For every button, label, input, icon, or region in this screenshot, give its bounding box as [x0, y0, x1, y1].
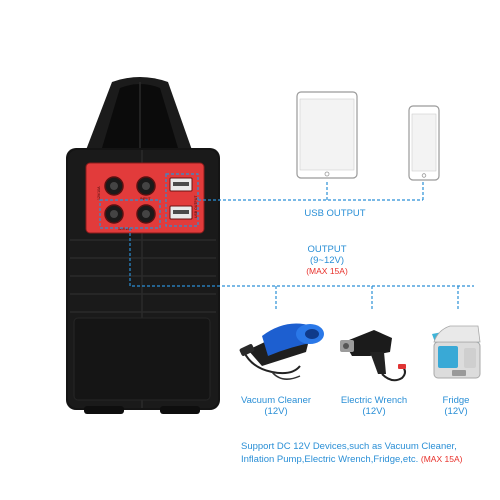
device-voltage: (12V)	[362, 406, 386, 417]
port-label: USB OUTPUT	[194, 195, 198, 218]
car-fridge-icon	[432, 325, 481, 379]
usb-port	[169, 177, 193, 192]
device-name: Electric Wrench	[340, 395, 408, 406]
power-station: 12V/10A INPUT USB OUTPUT 12V/10A	[66, 77, 220, 414]
dc-input-port	[136, 176, 156, 196]
footer-note: Support DC 12V Devices,such as Vacuum Cl…	[241, 440, 496, 466]
device-voltage: (12V)	[264, 406, 288, 417]
footer-max-note: (MAX 15A)	[420, 454, 463, 464]
vacuum-cleaner-icon	[239, 323, 324, 380]
footer-line-2-text: Inflation Pump,Electric Wrench,Fridge,et…	[241, 454, 419, 465]
output-range: (9~12V)	[309, 255, 345, 266]
output-title: OUTPUT	[307, 244, 347, 255]
device-label-fridge: Fridge (12V)	[426, 395, 486, 417]
output-max: (MAX 15A)	[306, 266, 348, 276]
connector-lines	[129, 182, 474, 310]
dc-output-port	[136, 204, 156, 224]
device-label-vacuum: Vacuum Cleaner (12V)	[236, 395, 316, 417]
port-label: INPUT	[140, 197, 151, 201]
device-name: Vacuum Cleaner	[240, 395, 312, 406]
footer-line-2: Inflation Pump,Electric Wrench,Fridge,et…	[241, 453, 496, 466]
footer-line-1: Support DC 12V Devices,such as Vacuum Cl…	[241, 441, 457, 452]
tablet-icon	[296, 91, 358, 179]
port-label: 12V/10A	[118, 227, 132, 231]
electric-wrench-icon	[340, 330, 406, 382]
device-voltage: (12V)	[444, 406, 468, 417]
output-spec: OUTPUT (9~12V) (MAX 15A)	[282, 244, 372, 276]
usb-output-label: USB OUTPUT	[304, 208, 366, 219]
device-label-wrench: Electric Wrench (12V)	[334, 395, 414, 417]
smartphone-icon	[408, 105, 440, 181]
device-name: Fridge	[442, 395, 470, 406]
dc-output-port	[104, 204, 124, 224]
dc-output-port	[104, 176, 124, 196]
port-label: 12V/10A	[97, 186, 101, 200]
body-ribs	[70, 239, 216, 313]
usb-port	[169, 205, 193, 220]
